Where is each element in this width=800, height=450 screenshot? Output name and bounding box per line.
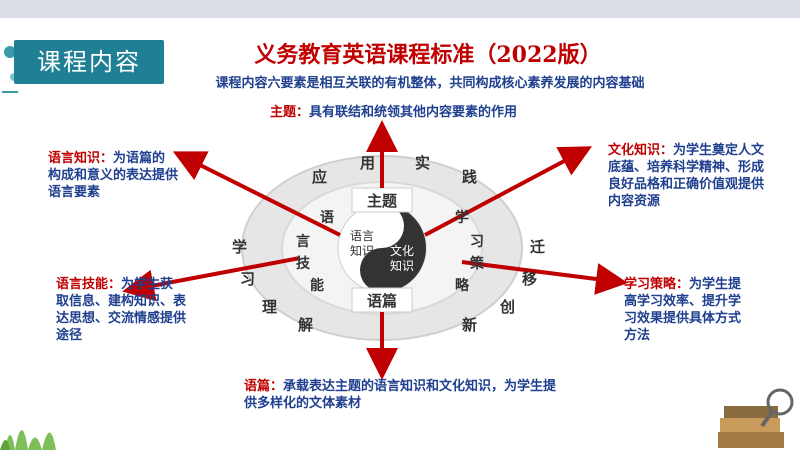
- note-language-skills-term: 语言技能：: [56, 277, 122, 292]
- note-culture-knowledge: 文化知识：为学生奠定人文底蕴、培养科学精神、形成良好品格和正确价值观提供内容资源: [608, 142, 768, 210]
- note-topic-term: 主题：: [270, 105, 310, 120]
- center-right-line1: 文化: [390, 243, 414, 258]
- center-right-line2: 知识: [390, 259, 414, 273]
- note-discourse-term: 语篇：: [244, 379, 284, 394]
- slide-subtitle: 课程内容六要素是相互关联的有机整体，共同构成核心素养发展的内容基础: [215, 76, 645, 91]
- note-learning-strategies-text: 为学生提高学习效率、提升学习效果提供具体方式方法: [624, 277, 742, 343]
- note-discourse-text: 承载表达主题的语言知识和文化知识，为学生提供多样化的文体素材: [244, 379, 557, 411]
- note-learning-strategies-term: 学习策略：: [624, 277, 690, 292]
- note-language-knowledge: 语言知识：为语篇的构成和意义的表达提供语言要素: [48, 150, 178, 201]
- outer-right-4: 新: [462, 316, 477, 334]
- outer-left-3: 理: [262, 298, 277, 316]
- slide-title: 义务教育英语课程标准（2022版）: [254, 42, 602, 68]
- outer-right-1: 迁: [530, 238, 545, 256]
- topic-label: 主题: [367, 192, 398, 210]
- arrow-culture-knowledge: [424, 146, 593, 237]
- right-ring-1: 学: [455, 209, 469, 226]
- note-topic: 主题：具有联结和统领其他内容要素的作用: [270, 104, 590, 121]
- note-language-skills-text: 为学生获取信息、建构知识、表达思想、交流情感提供途径: [56, 277, 187, 343]
- note-topic-text: 具有联结和统领其他内容要素的作用: [309, 105, 518, 120]
- outer-left-4: 解: [298, 316, 313, 334]
- outer-top-1: 应: [312, 168, 327, 186]
- left-ring-3: 技: [296, 255, 311, 272]
- center-left-line2: 知识: [350, 244, 374, 258]
- books-magnifier-icon: [718, 388, 794, 448]
- left-ring-2: 言: [296, 233, 310, 250]
- note-discourse: 语篇：承载表达主题的语言知识和文化知识，为学生提供多样化的文体素材: [244, 378, 564, 412]
- note-language-skills: 语言技能：为学生获取信息、建构知识、表达思想、交流情感提供途径: [56, 276, 186, 344]
- arrow-learning-strategies: [461, 260, 628, 295]
- left-ring-1: 语: [320, 210, 334, 226]
- note-language-knowledge-text: 为语篇的构成和意义的表达提供语言要素: [48, 151, 179, 200]
- outer-top-2: 用: [360, 154, 375, 172]
- grass-decoration-icon: [0, 430, 56, 450]
- note-culture-knowledge-term: 文化知识：: [608, 143, 674, 158]
- outer-right-3: 创: [499, 298, 515, 316]
- arrow-language-knowledge: [172, 151, 341, 237]
- outer-left-1: 学: [232, 238, 247, 256]
- window-top-bar: [0, 0, 800, 18]
- outer-top-4: 践: [462, 168, 477, 186]
- outer-left-2: 习: [240, 270, 255, 288]
- note-learning-strategies: 学习策略：为学生提高学习效率、提升学习效果提供具体方式方法: [624, 276, 744, 344]
- yin-dark: [360, 204, 426, 292]
- left-ring-4: 能: [310, 277, 324, 294]
- note-language-knowledge-term: 语言知识：: [48, 151, 114, 166]
- right-ring-3: 策: [469, 255, 485, 272]
- outer-top-3: 实: [415, 154, 430, 172]
- topic-box: [351, 187, 413, 213]
- right-ring-4: 略: [455, 277, 470, 294]
- right-ring-2: 习: [470, 234, 484, 250]
- outer-right-2: 移: [522, 270, 537, 288]
- arrow-language-skills: [122, 256, 301, 302]
- note-culture-knowledge-text: 为学生奠定人文底蕴、培养科学精神、形成良好品格和正确价值观提供内容资源: [608, 143, 765, 209]
- discourse-box: [351, 287, 413, 313]
- discourse-label: 语篇: [367, 292, 397, 310]
- section-badge: 课程内容: [14, 40, 164, 84]
- center-left-line1: 语言: [350, 229, 374, 243]
